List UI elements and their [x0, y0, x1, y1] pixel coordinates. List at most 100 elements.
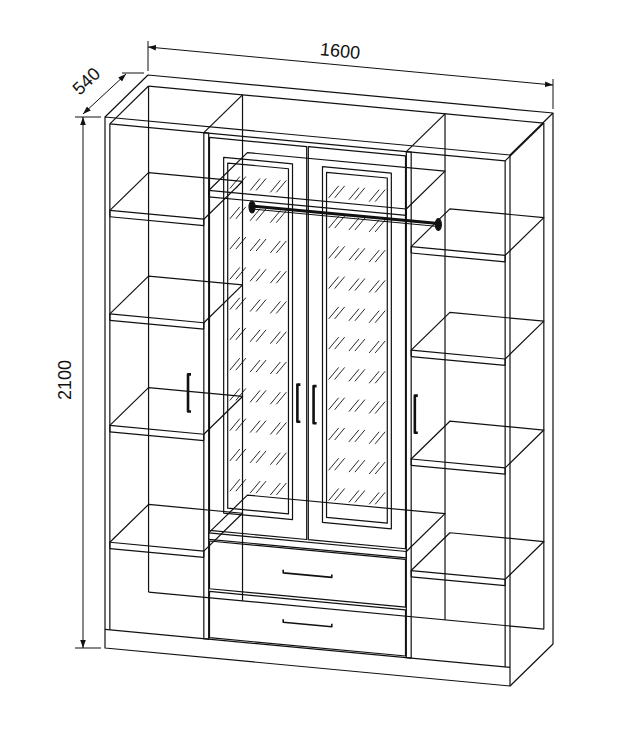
hatch-stroke — [276, 453, 286, 465]
mirror-inner — [327, 172, 388, 523]
hatch-stroke — [230, 298, 240, 310]
shelf — [411, 533, 544, 580]
hatch-stroke — [329, 337, 339, 349]
hatch-stroke — [236, 419, 246, 431]
hatch-stroke — [250, 330, 260, 342]
mirror-hatch — [329, 186, 386, 504]
hatch-stroke — [375, 250, 385, 262]
hatch-stroke — [270, 392, 280, 404]
hatch-stroke — [375, 371, 385, 383]
door-handle — [188, 374, 191, 411]
extension-line — [148, 41, 149, 71]
hatch-stroke — [369, 371, 379, 383]
divider-top — [204, 95, 243, 133]
hatch-stroke — [230, 237, 240, 249]
hatch-stroke — [349, 279, 359, 291]
panel-edge — [109, 124, 110, 630]
hatch-stroke — [369, 341, 379, 353]
shelf — [110, 173, 243, 220]
hatch-stroke — [256, 300, 266, 312]
hatch-stroke — [369, 250, 379, 262]
door-handle — [314, 386, 317, 423]
panel-edge — [505, 161, 506, 667]
side-panel — [510, 113, 553, 686]
hatch-stroke — [256, 239, 266, 251]
hatch-stroke — [355, 400, 365, 412]
hatch-stroke — [375, 432, 385, 444]
hatch-stroke — [230, 267, 240, 279]
divider-back — [444, 114, 445, 620]
hatch-stroke — [355, 339, 365, 351]
shelf-edge — [208, 533, 209, 539]
drawer — [209, 541, 405, 607]
hatch-stroke — [329, 428, 339, 440]
hatch-stroke — [276, 362, 286, 374]
door-frame — [209, 137, 306, 539]
hatch-stroke — [270, 301, 280, 313]
hatch-stroke — [236, 237, 246, 249]
hatch-stroke — [335, 307, 345, 319]
hatch-stroke — [355, 309, 365, 321]
hatch-stroke — [236, 358, 246, 370]
hatch-stroke — [270, 332, 280, 344]
mirror-inner — [228, 163, 289, 514]
shelf-edge — [110, 549, 204, 558]
hatch-stroke — [335, 186, 345, 198]
hatch-stroke — [329, 367, 339, 379]
hatch-stroke — [256, 269, 266, 281]
shelf-edge — [203, 323, 204, 329]
door-frame — [308, 147, 405, 549]
hatch-stroke — [276, 271, 286, 283]
hatch-stroke — [335, 428, 345, 440]
hatch-stroke — [250, 390, 260, 402]
shelf-edge — [411, 571, 412, 577]
shelf — [411, 421, 544, 468]
hatch-stroke — [375, 280, 385, 292]
clothes-rod — [252, 209, 438, 226]
hatch-stroke — [236, 449, 246, 461]
shelf-edge — [109, 542, 110, 548]
hatch-stroke — [369, 462, 379, 474]
plinth-back — [149, 592, 544, 629]
hatch-stroke — [355, 188, 365, 200]
hatch-stroke — [349, 188, 359, 200]
hatch-stroke — [256, 390, 266, 402]
hatch-stroke — [236, 267, 246, 279]
rod-holder — [249, 201, 255, 213]
hatch-stroke — [349, 309, 359, 321]
hatch-stroke — [256, 481, 266, 493]
plinth — [105, 629, 510, 667]
hatch-stroke — [250, 239, 260, 251]
door-handle — [297, 385, 300, 422]
hatch-stroke — [335, 458, 345, 470]
hatch-stroke — [375, 402, 385, 414]
hatch-stroke — [349, 460, 359, 472]
shelf — [411, 209, 544, 256]
hatch-stroke — [355, 490, 365, 502]
shelf-edge — [209, 539, 407, 558]
hatch-stroke — [355, 369, 365, 381]
shelf-edge — [203, 434, 204, 440]
hatch-stroke — [270, 241, 280, 253]
hatch-stroke — [230, 177, 240, 189]
hatch-stroke — [375, 311, 385, 323]
shelf-edge — [110, 432, 204, 441]
shelf-edge — [411, 357, 505, 366]
front-frame — [105, 117, 510, 686]
hatch-stroke — [276, 392, 286, 404]
hatch-stroke — [230, 479, 240, 491]
hatch-stroke — [236, 328, 246, 340]
hatch-stroke — [250, 360, 260, 372]
hatch-stroke — [276, 301, 286, 313]
hatch-stroke — [369, 280, 379, 292]
hatch-stroke — [369, 220, 379, 232]
shelf — [110, 276, 243, 323]
hatch-stroke — [369, 311, 379, 323]
hatch-stroke — [230, 328, 240, 340]
hatch-stroke — [230, 449, 240, 461]
hatch-stroke — [355, 460, 365, 472]
shelf-edge — [505, 468, 506, 474]
hatch-stroke — [335, 246, 345, 258]
